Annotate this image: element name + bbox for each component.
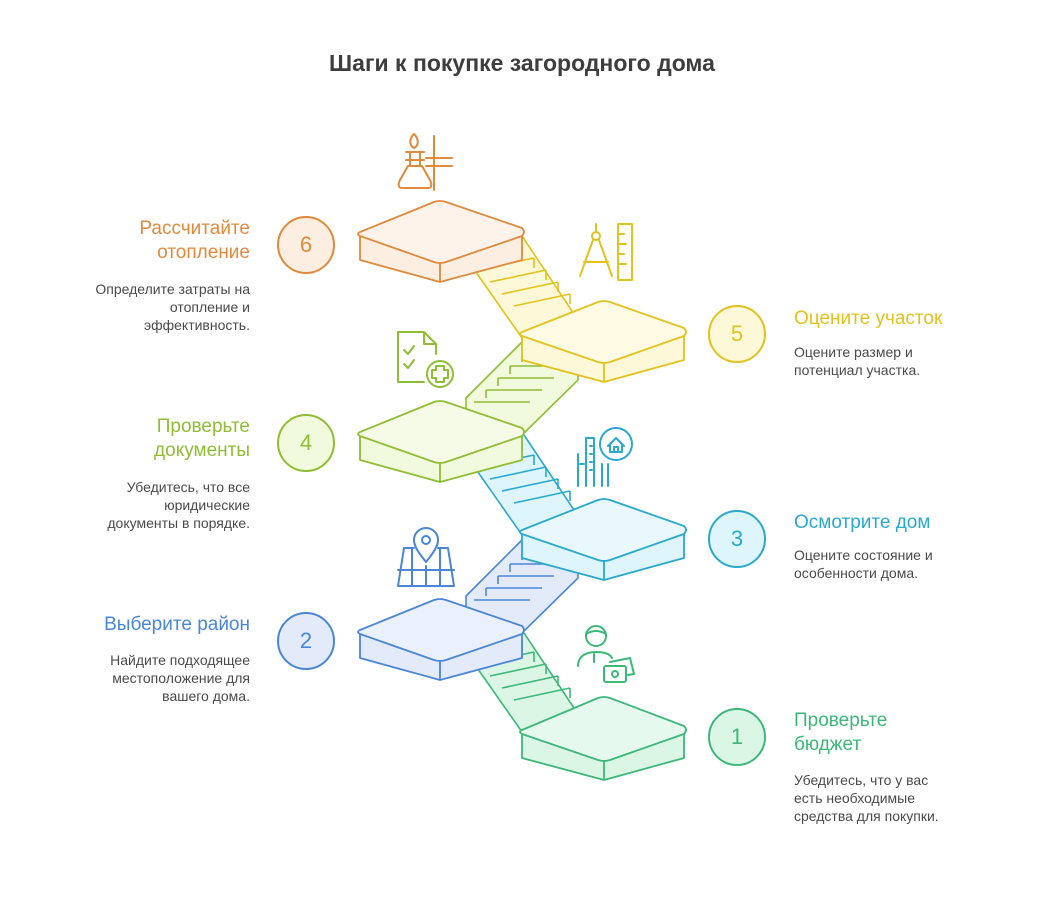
step-2-description: Найдите подходящее местоположение для ва…: [110, 652, 250, 704]
step-3-description: Оцените состояние и особенности дома.: [794, 547, 933, 581]
step-1-description: Убедитесь, что у вас есть необходимые ср…: [794, 772, 939, 824]
page-title: Шаги к покупке загородного дома: [329, 50, 715, 76]
step-6-number: 6: [299, 232, 313, 257]
step-1-number: 1: [730, 724, 744, 749]
step-6-number-badge: 6: [277, 216, 335, 274]
step-2-number-badge: 2: [277, 612, 335, 670]
platform-3: [519, 498, 687, 581]
step-3-title: Осмотрите дом: [794, 512, 931, 533]
step-5-description: Оцените размер и потенциал участка.: [794, 344, 921, 378]
step-5-number: 5: [730, 321, 744, 346]
step-6-title: Рассчитайте отопление: [139, 218, 250, 263]
step-4-description: Убедитесь, что все юридические документы…: [107, 479, 250, 531]
step-2-title: Выберите район: [104, 614, 250, 635]
step-6-description: Определите затраты на отопление и эффект…: [95, 281, 250, 333]
platform-5: [519, 300, 687, 383]
step-3-number: 3: [730, 526, 744, 551]
step-1-title: Проверьте бюджет: [794, 710, 888, 755]
person-money-icon: [577, 625, 635, 683]
platform-2: [357, 598, 525, 681]
heating-flame-icon: [397, 133, 453, 191]
step-4-number: 4: [299, 430, 313, 455]
step-5-title: Оцените участок: [794, 308, 943, 329]
platform-1: [519, 696, 687, 781]
step-5-number-badge: 5: [708, 305, 766, 363]
house-inspection-icon: [577, 427, 633, 487]
step-2-number: 2: [299, 628, 313, 653]
platform-4: [357, 400, 525, 483]
step-4-number-badge: 4: [277, 414, 335, 472]
step-4-title: Проверьте документы: [154, 416, 250, 461]
step-3-number-badge: 3: [708, 510, 766, 568]
step-1-number-badge: 1: [708, 708, 766, 766]
document-check-icon: [397, 331, 454, 388]
platform-6: [357, 200, 525, 283]
compass-ruler-icon: [579, 223, 633, 281]
map-pin-icon: [397, 527, 455, 587]
